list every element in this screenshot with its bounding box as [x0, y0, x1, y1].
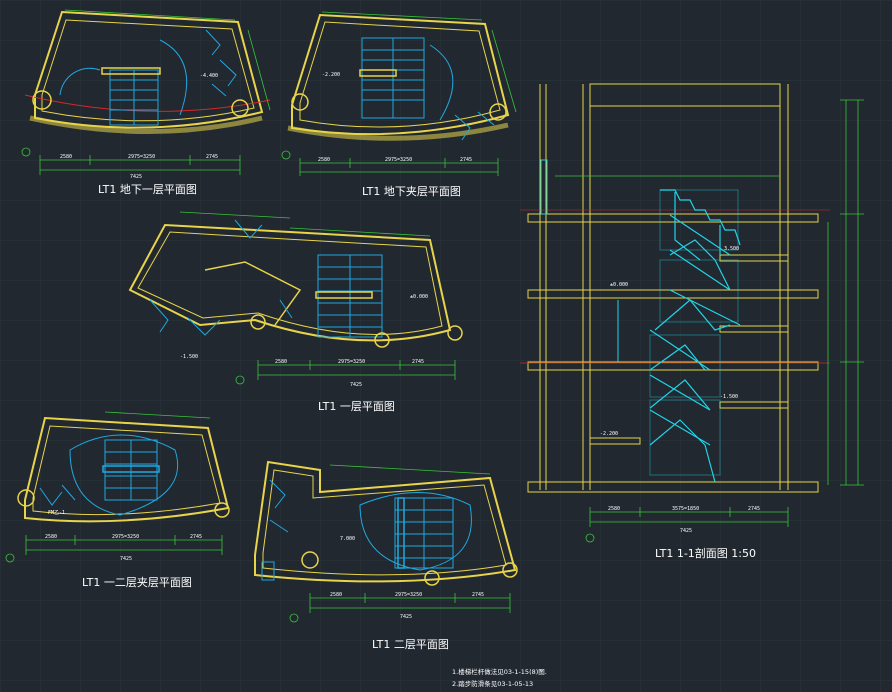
dim-mid-3: 2975=3250 [338, 359, 365, 365]
dim-left-5: 2580 [330, 592, 342, 598]
dim-right-2: 2745 [460, 157, 472, 163]
level-label-2: -2.200 [322, 72, 340, 78]
title-section: LT1 1-1剖面图 1:50 [655, 546, 756, 560]
dim-left-4: 2580 [45, 534, 57, 540]
dim-mid-4: 2975=3250 [112, 534, 139, 540]
title-basement-1: LT1 地下一层平面图 [98, 183, 197, 196]
plan-floor-1: 2580 2975=3250 2745 7425 -1.500 ±0.000 L… [128, 211, 463, 413]
dim-right-5: 2745 [472, 592, 484, 598]
title-floor-1: LT1 一层平面图 [318, 400, 395, 413]
section-level-a: 3.500 [724, 246, 739, 252]
level-label-5: 7.000 [340, 536, 355, 542]
note-1: 1.楼梯栏杆做法见03-1-15(8)图. [452, 667, 547, 676]
section-level-b: ±0.000 [610, 282, 628, 288]
level-label-3: -1.500 [180, 354, 198, 360]
dim-left: 2580 [60, 154, 72, 160]
level-label: -4.400 [200, 73, 218, 79]
dim-total-4: 7425 [120, 556, 132, 562]
dim-left-3: 2580 [275, 359, 287, 365]
section-level-d: -2.200 [600, 431, 618, 437]
section-dim-total: 7425 [680, 528, 692, 534]
section-dim-right: 2745 [748, 506, 760, 512]
dim-right-4: 2745 [190, 534, 202, 540]
section-dim-mid: 3575=1850 [672, 506, 699, 512]
dim-total-5: 7425 [400, 614, 412, 620]
dim-right-3: 2745 [412, 359, 424, 365]
plan-floor-1-2-mezz: 2580 2975=3250 2745 7425 FM乙-1 LT1 一二层夹层… [5, 411, 230, 589]
dim-right: 2745 [206, 154, 218, 160]
note-2: 2.踏步防滑条见03-1-05-13 [452, 679, 533, 688]
plan-floor-2: 2580 2975=3250 2745 7425 7.000 LT1 二层平面图 [254, 460, 518, 651]
door-tag-4: FM乙-1 [48, 509, 65, 516]
section-1-1: 2580 3575=1850 2745 7425 3.500 ±0.000 -1… [520, 83, 864, 560]
section-dim-left: 2580 [608, 506, 620, 512]
dim-total: 7425 [130, 174, 142, 180]
title-basement-mezz: LT1 地下夹层平面图 [362, 185, 461, 198]
dim-left-2: 2580 [318, 157, 330, 163]
title-floor-1-2-mezz: LT1 一二层夹层平面图 [82, 576, 192, 589]
dim-mid-5: 2975=3250 [395, 592, 422, 598]
dim-mid-2: 2975=3250 [385, 157, 412, 163]
plan-basement-mezz: 2580 2975=3250 2745 -2.200 LT1 地下夹层平面图 [281, 11, 517, 198]
dim-mid: 2975=3250 [128, 154, 155, 160]
section-level-c: -1.500 [720, 394, 738, 400]
dim-total-3: 7425 [350, 382, 362, 388]
title-floor-2: LT1 二层平面图 [372, 638, 449, 651]
plan-basement-1: 2580 2975=3250 2745 7425 -4.400 LT1 地下一层… [21, 9, 271, 196]
level-label-3b: ±0.000 [410, 294, 428, 300]
